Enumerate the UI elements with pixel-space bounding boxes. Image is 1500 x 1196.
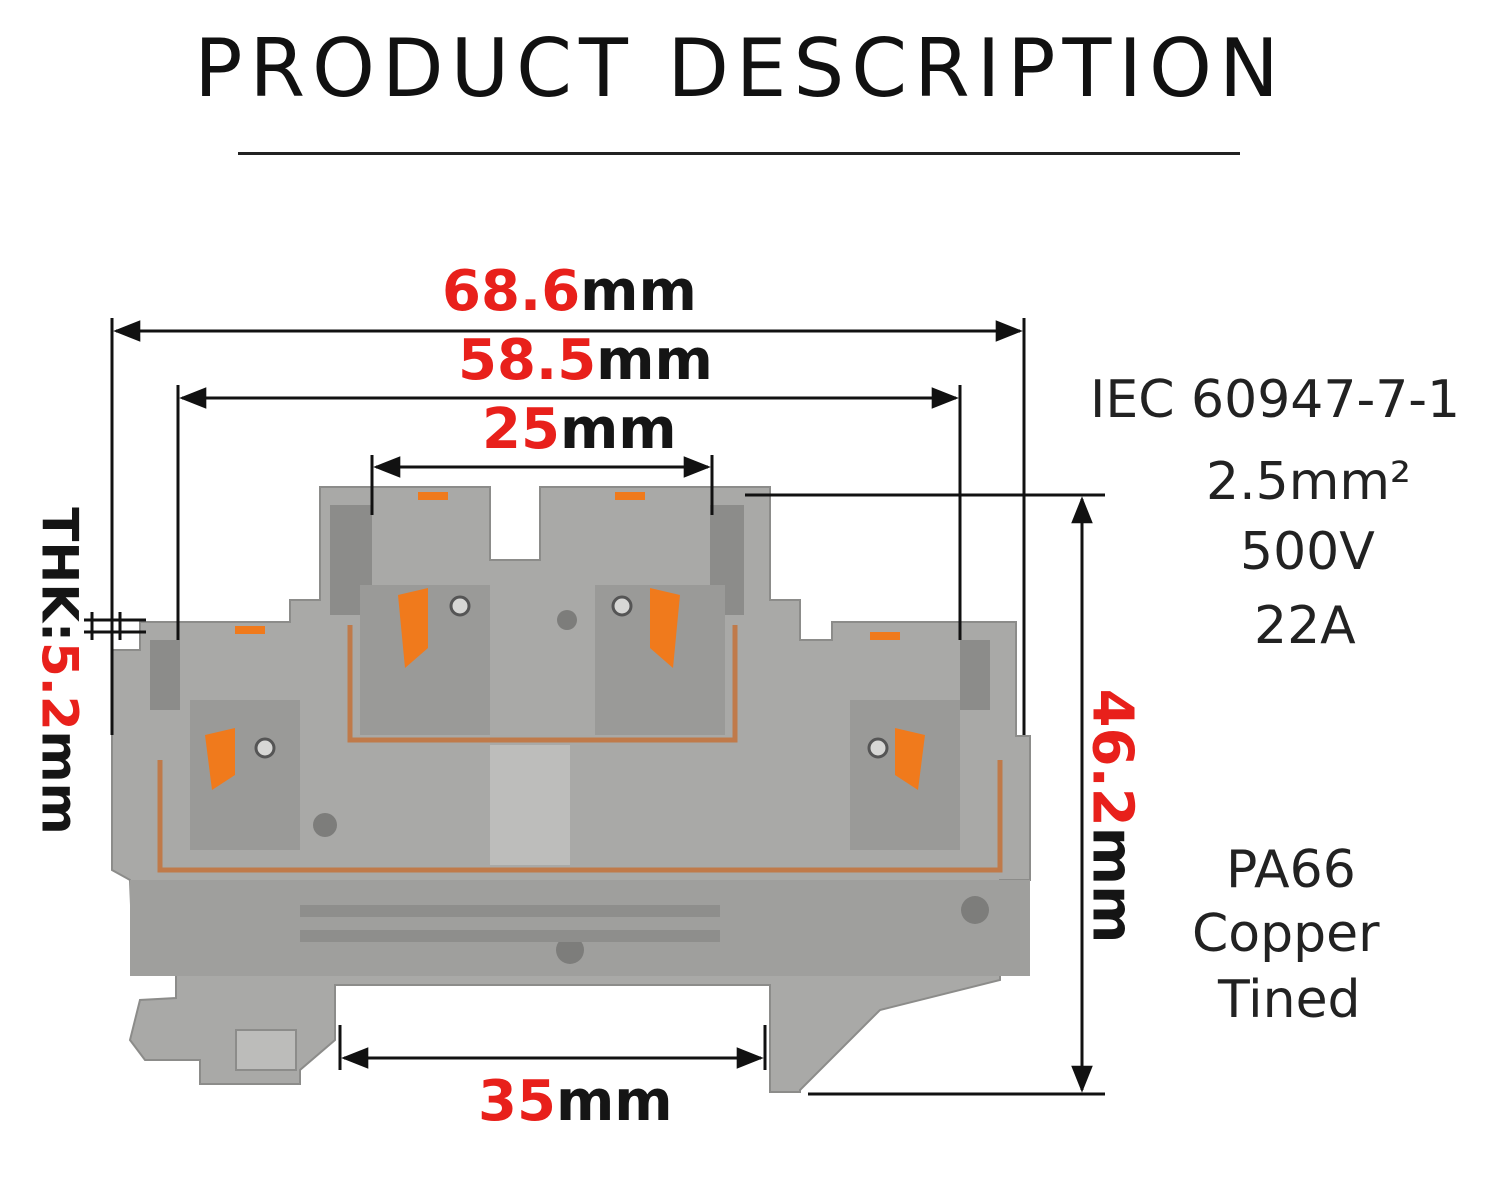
- spec-standard: IEC 60947-7-1: [1090, 370, 1461, 430]
- dimension-unit: mm: [559, 397, 677, 462]
- spec-current: 22A: [1254, 596, 1356, 656]
- dimension-label-inner: 58.5mm: [458, 333, 713, 389]
- dimension-value: 46.2: [1079, 688, 1145, 827]
- spec-voltage: 500V: [1240, 522, 1375, 582]
- push-button-actuators: [205, 492, 925, 790]
- dimension-label-thickness: THK:5.2mm: [31, 507, 89, 834]
- spring-contacts: [254, 595, 889, 759]
- spec-cross-section: 2.5mm²: [1206, 452, 1411, 512]
- dimension-unit: mm: [1079, 826, 1145, 944]
- terminal-block-housing: [111, 486, 1031, 1093]
- dimension-label-overall: 68.6mm: [442, 264, 697, 320]
- dimension-label-pitch: 25mm: [482, 402, 677, 458]
- material-housing: PA66: [1226, 840, 1356, 900]
- title-underline: [238, 152, 1240, 155]
- dimension-value: 35: [478, 1069, 556, 1134]
- dimension-label-height: 46.2mm: [1079, 689, 1144, 944]
- material-conductor: Copper: [1192, 904, 1380, 964]
- page-title: PRODUCT DESCRIPTION: [194, 22, 1286, 115]
- material-finish: Tined: [1218, 970, 1361, 1030]
- copper-bridge: [157, 625, 1003, 873]
- dimension-value: 5.2: [30, 641, 89, 731]
- dimension-unit: mm: [30, 730, 89, 835]
- dimension-value: 68.6: [442, 259, 581, 324]
- dimension-label-rail: 35mm: [478, 1074, 673, 1130]
- dimension-unit: mm: [596, 328, 713, 393]
- dimension-unit: mm: [580, 259, 697, 324]
- dimension-value: 58.5: [458, 328, 597, 393]
- dimension-prefix: THK:: [30, 507, 89, 642]
- dimension-unit: mm: [555, 1069, 673, 1134]
- dimension-value: 25: [482, 397, 560, 462]
